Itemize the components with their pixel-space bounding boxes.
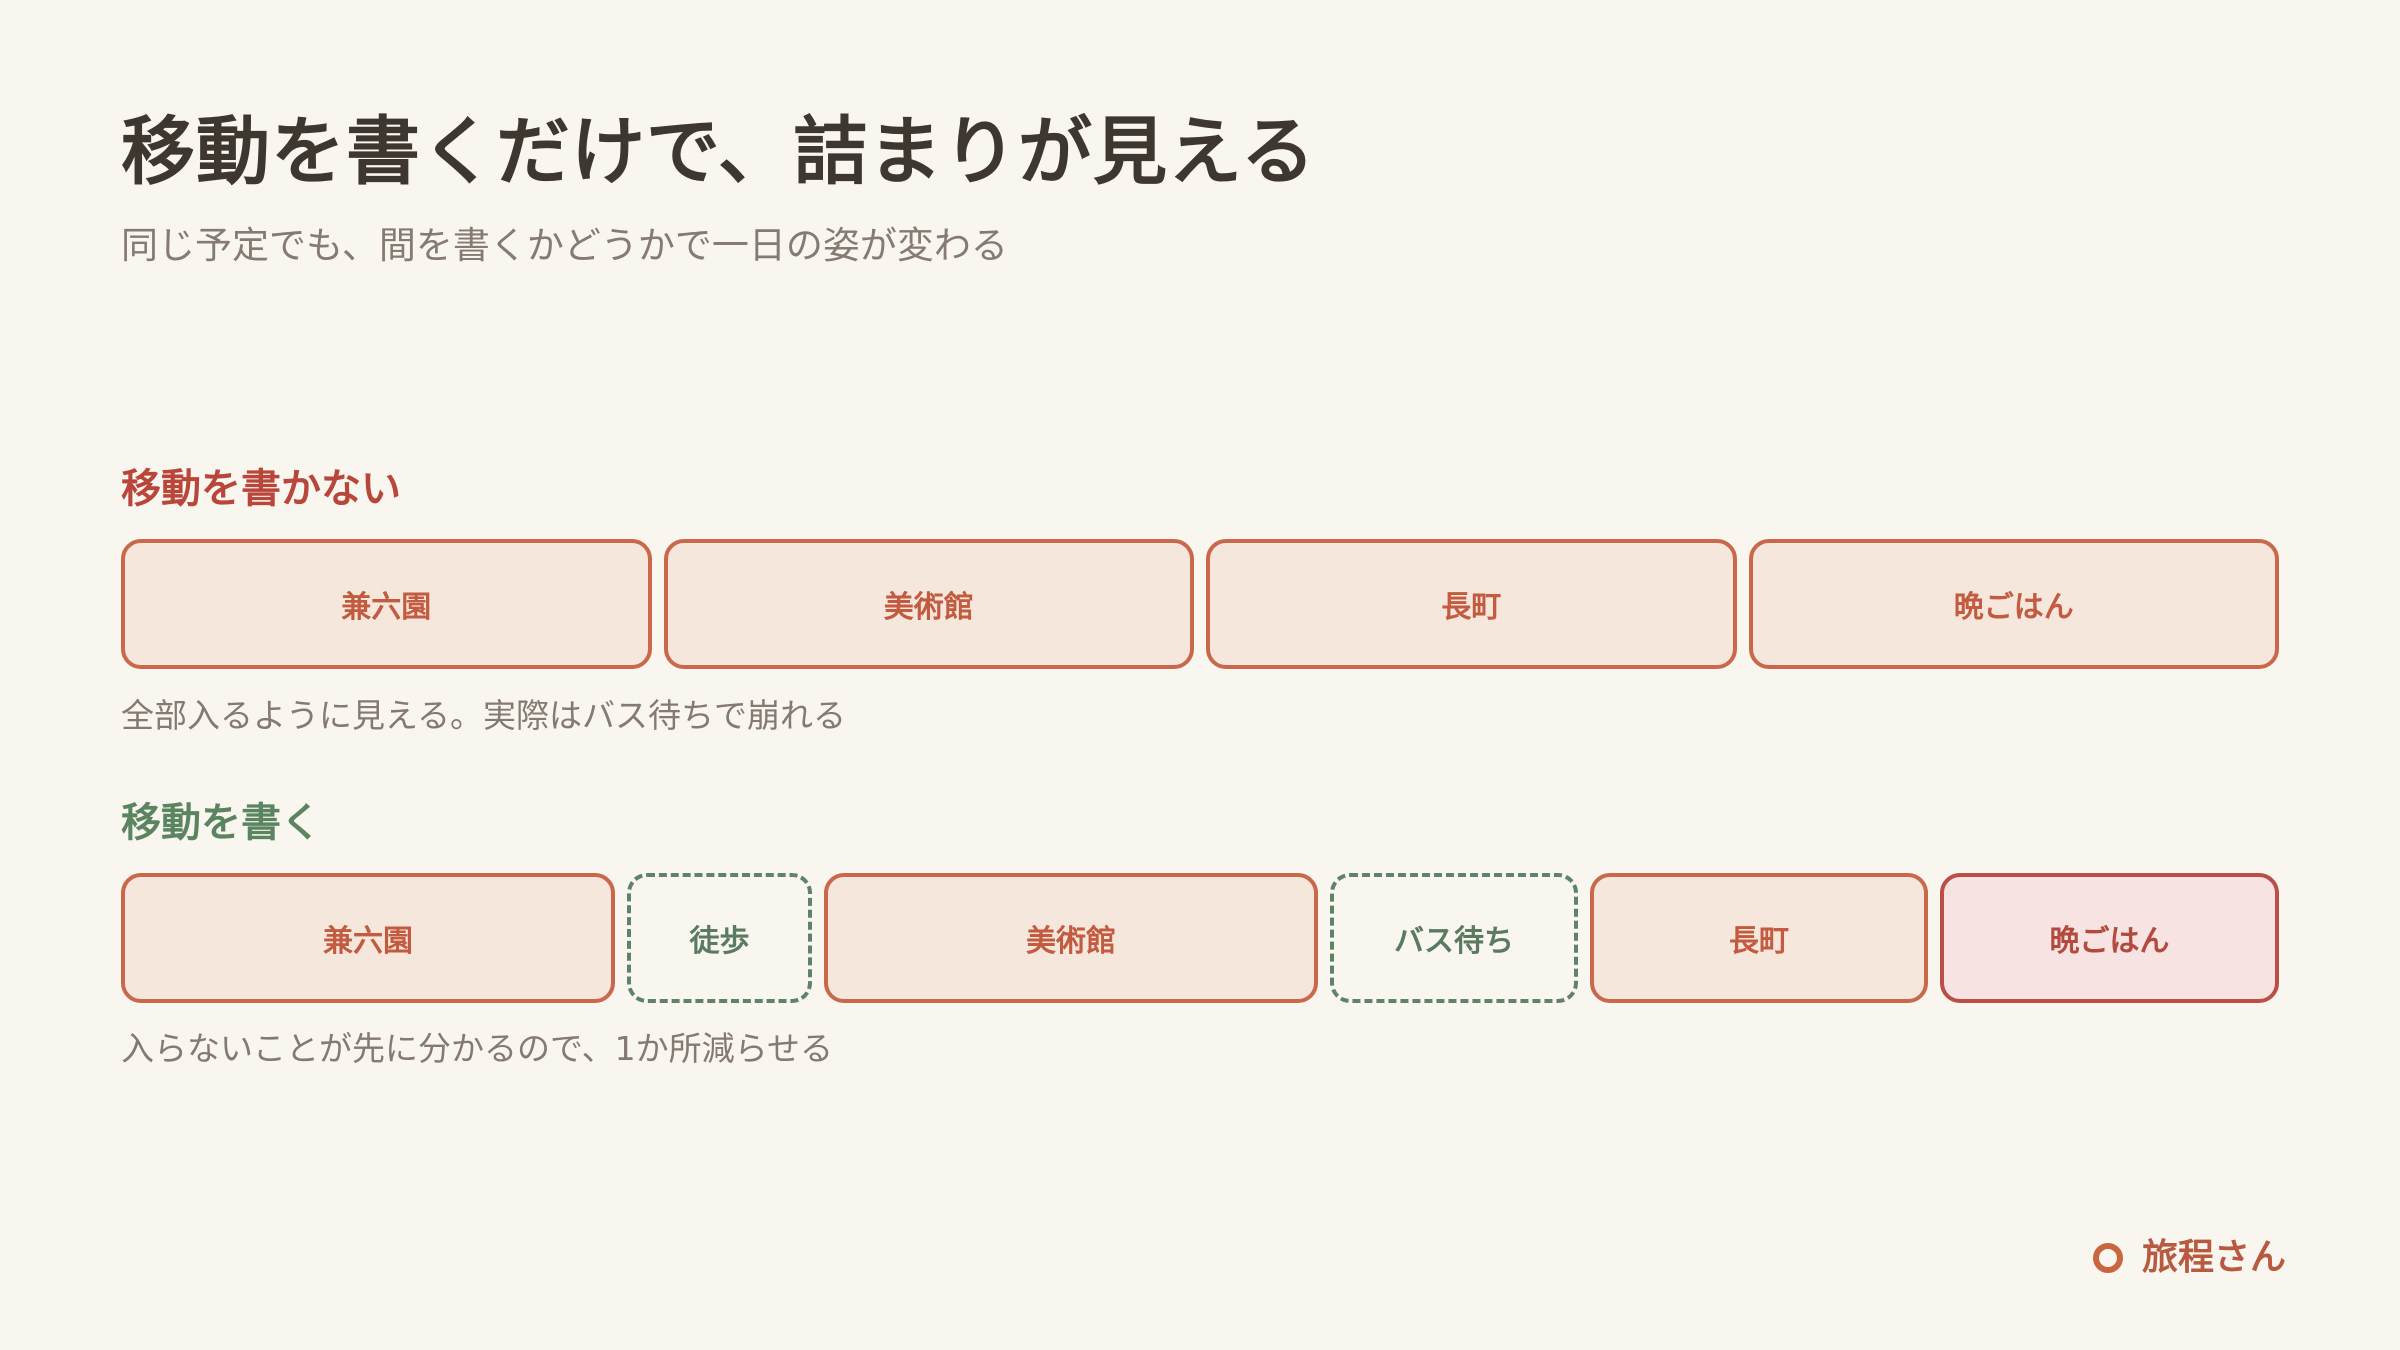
section-label-without-travel: 移動を書かない [121, 466, 401, 512]
schedule-block-kenrokuen: 兼六園 [121, 539, 652, 669]
travel-block-walk: 徒歩 [627, 873, 812, 1003]
page-title: 移動を書くだけで、詰まりが見える [121, 109, 1316, 195]
page-subtitle: 同じ予定でも、間を書くかどうかで一日の姿が変わる [121, 224, 1008, 267]
section-label-with-travel: 移動を書く [121, 800, 321, 846]
timeline-with-travel: 兼六園 徒歩 美術館 バス待ち 長町 晩ごはん [121, 873, 2279, 1003]
timeline-without-travel: 兼六園 美術館 長町 晩ごはん [121, 539, 2279, 669]
travel-block-bus-wait: バス待ち [1330, 873, 1578, 1003]
note-with-travel: 入らないことが先に分かるので、1か所減らせる [121, 1029, 834, 1068]
note-without-travel: 全部入るように見える。実際はバス待ちで崩れる [121, 696, 847, 735]
brand-mark: 旅程さん [2092, 1236, 2286, 1280]
schedule-block-dinner: 晩ごはん [1940, 873, 2279, 1003]
schedule-block-dinner: 晩ごはん [1748, 539, 2279, 669]
schedule-block-museum: 美術館 [824, 873, 1318, 1003]
schedule-block-kenrokuen: 兼六園 [121, 873, 615, 1003]
schedule-block-nagamachi: 長町 [1590, 873, 1928, 1003]
schedule-block-nagamachi: 長町 [1206, 539, 1737, 669]
schedule-block-museum: 美術館 [663, 539, 1194, 669]
ring-dot-icon [2092, 1243, 2123, 1273]
brand-name: 旅程さん [2141, 1237, 2286, 1278]
